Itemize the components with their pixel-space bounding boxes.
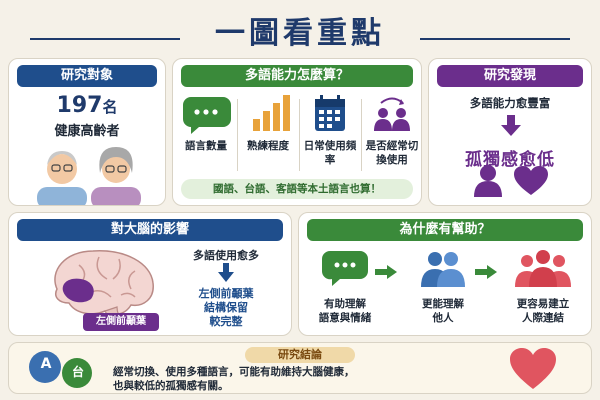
conclusion-card: A 台 研究結論 經常切換、使用多種語言，可能有助維持大腦健康， 也與較低的孤獨…: [8, 342, 592, 394]
conclusion-header: 研究結論: [245, 347, 355, 363]
subjects-unit: 名: [102, 98, 118, 116]
title-row: 一圖看重點: [0, 6, 600, 51]
subjects-card: 研究對象 197名 健康高齡者: [8, 58, 166, 206]
arrow-down-icon: [218, 263, 234, 282]
findings-card: 研究發現 多語能力愈豐富 孤獨感愈低: [428, 58, 592, 206]
brain-header: 對大腦的影響: [17, 219, 283, 241]
measure-item-label: 語言數量: [185, 140, 227, 152]
group-icon: [515, 250, 571, 287]
measure-item: 語言數量: [177, 93, 235, 173]
speech-bubble-icon: [183, 97, 231, 134]
subjects-desc: 健康高齡者: [54, 124, 120, 139]
conclusion-line-1: 經常切換、使用多種語言，可能有助維持大腦健康，: [113, 366, 355, 378]
arrow-right-icon: [375, 265, 397, 279]
help-item: 更容易建立 人際連結: [503, 247, 583, 325]
conclusion-text: 經常切換、使用多種語言，可能有助維持大腦健康， 也與較低的孤獨感有關。: [113, 365, 493, 393]
help-line-2: 人際連結: [522, 312, 564, 324]
subjects-header: 研究對象: [17, 65, 157, 87]
divider: [299, 99, 300, 171]
measure-card: 多語能力怎麼算？ 語言數量 熟練程度: [172, 58, 422, 206]
divider: [237, 99, 238, 171]
speech-bubble-icon: [321, 251, 368, 286]
help-line-2: 語意與情緒: [318, 312, 372, 324]
subjects-count-line: 197名: [9, 93, 165, 118]
measure-note: 國語、台語、客語等本土語言也算！: [181, 179, 413, 199]
findings-result: 孤獨感愈低: [465, 150, 555, 170]
conclusion-line-2: 也與較低的孤獨感有關。: [113, 380, 229, 392]
brain-area-label: 左側前顳葉: [83, 313, 159, 331]
page-title: 一圖看重點: [215, 16, 385, 51]
person-icon: [474, 165, 502, 197]
title-rule-right: [420, 38, 570, 40]
help-line-1: 有助理解: [324, 298, 366, 310]
measure-items: 語言數量 熟練程度 日常使用頻率: [173, 93, 421, 173]
bar-chart-icon: [253, 95, 290, 131]
measure-item-label: 日常使用頻率: [303, 140, 357, 166]
elderly-couple-icon: [37, 147, 141, 205]
calendar-icon: [315, 95, 345, 131]
measure-item-label: 熟練程度: [247, 140, 289, 152]
heart-icon: [510, 348, 556, 389]
help-header: 為什麼有幫助？: [307, 219, 583, 241]
help-line-2: 他人: [432, 312, 454, 324]
arrow-right-icon: [475, 265, 497, 279]
heart-icon: [514, 166, 548, 195]
help-line-1: 更能理解: [422, 298, 464, 310]
measure-item: 日常使用頻率: [301, 93, 359, 173]
language-bubbles-icon: [29, 351, 92, 388]
findings-line: 多語能力愈豐富: [469, 96, 551, 110]
measure-header: 多語能力怎麼算？: [181, 65, 413, 87]
brain-card: 對大腦的影響 左側前顳葉 多語使用愈多 左側前顳葉 結構保留 較完整: [8, 212, 292, 336]
findings-header: 研究發現: [437, 65, 583, 87]
brain-effect-2: 較完整: [209, 315, 243, 328]
brain-icon: [54, 250, 154, 324]
measure-item-label: 是否經常切換使用: [365, 140, 419, 166]
brain-area: 左側前顳葉: [198, 287, 254, 300]
help-item: 更能理解 他人: [403, 247, 483, 325]
title-rule-left: [30, 38, 180, 40]
divider: [361, 99, 362, 171]
badge-tai: 台: [71, 365, 84, 379]
help-card: 為什麼有幫助？ 有助理解 語意與情緒 更能理解 他人 更容易建立 人際連結: [298, 212, 592, 336]
brain-effect-1: 結構保留: [204, 301, 248, 314]
arrow-down-icon: [501, 115, 521, 136]
help-item: 有助理解 語意與情緒: [305, 247, 385, 325]
badge-a: A: [40, 356, 52, 372]
measure-item: 熟練程度: [239, 93, 297, 173]
help-line-1: 更容易建立: [516, 298, 570, 310]
subjects-count: 197: [56, 93, 103, 118]
two-people-icon: [421, 252, 465, 287]
people-switch-icon: [374, 97, 410, 131]
brain-lead: 多語使用愈多: [193, 249, 259, 262]
measure-item: 是否經常切換使用: [363, 93, 421, 173]
